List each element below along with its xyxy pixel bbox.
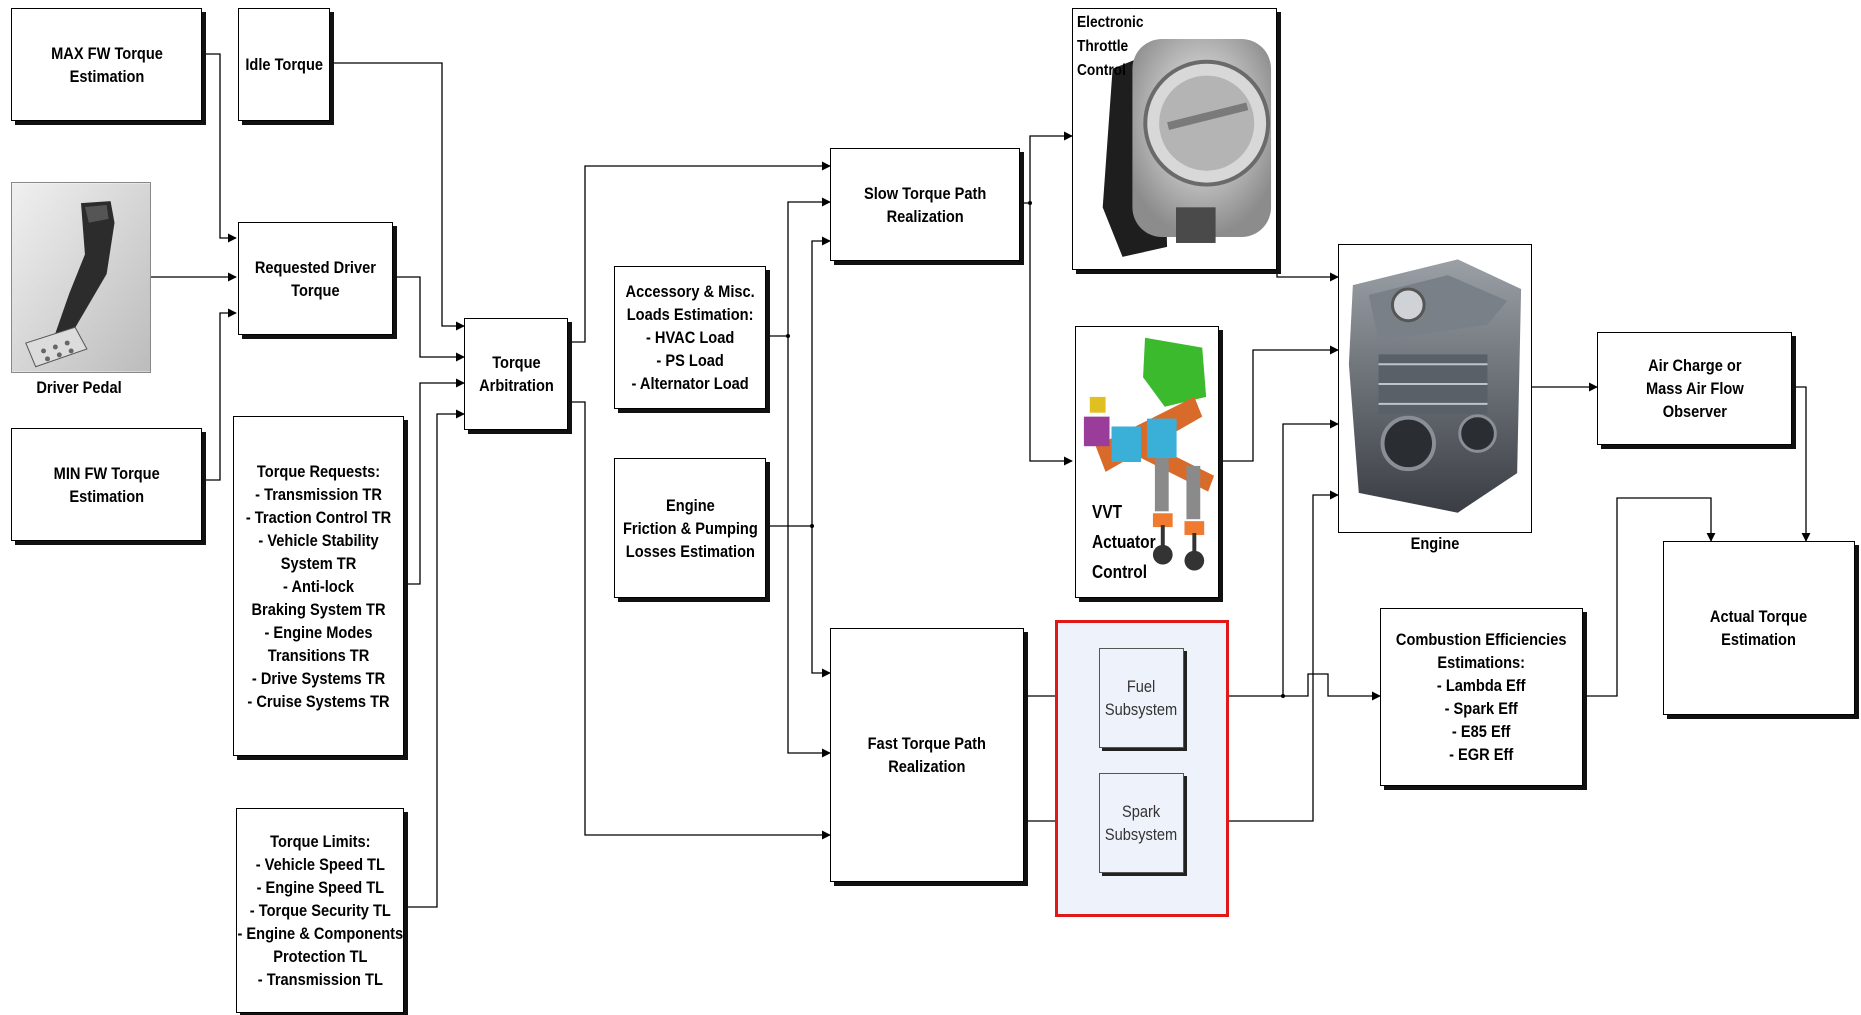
- engine-icon: [1339, 245, 1531, 532]
- engine-image: [1338, 244, 1532, 533]
- driver-pedal-image: [11, 182, 151, 373]
- idle-torque-block: Idle Torque: [238, 8, 330, 121]
- engine-caption: Engine: [1401, 534, 1470, 554]
- accessory-loads-block: Accessory & Misc.Loads Estimation: - HVA…: [614, 266, 766, 409]
- torque-limits-block: Torque Limits:- Vehicle Speed TL - Engin…: [236, 808, 404, 1013]
- driver-pedal-icon: [12, 183, 150, 372]
- torque-requests-block: Torque Requests:- Transmission TR - Trac…: [233, 416, 404, 756]
- driver-pedal-caption: Driver Pedal: [23, 378, 135, 398]
